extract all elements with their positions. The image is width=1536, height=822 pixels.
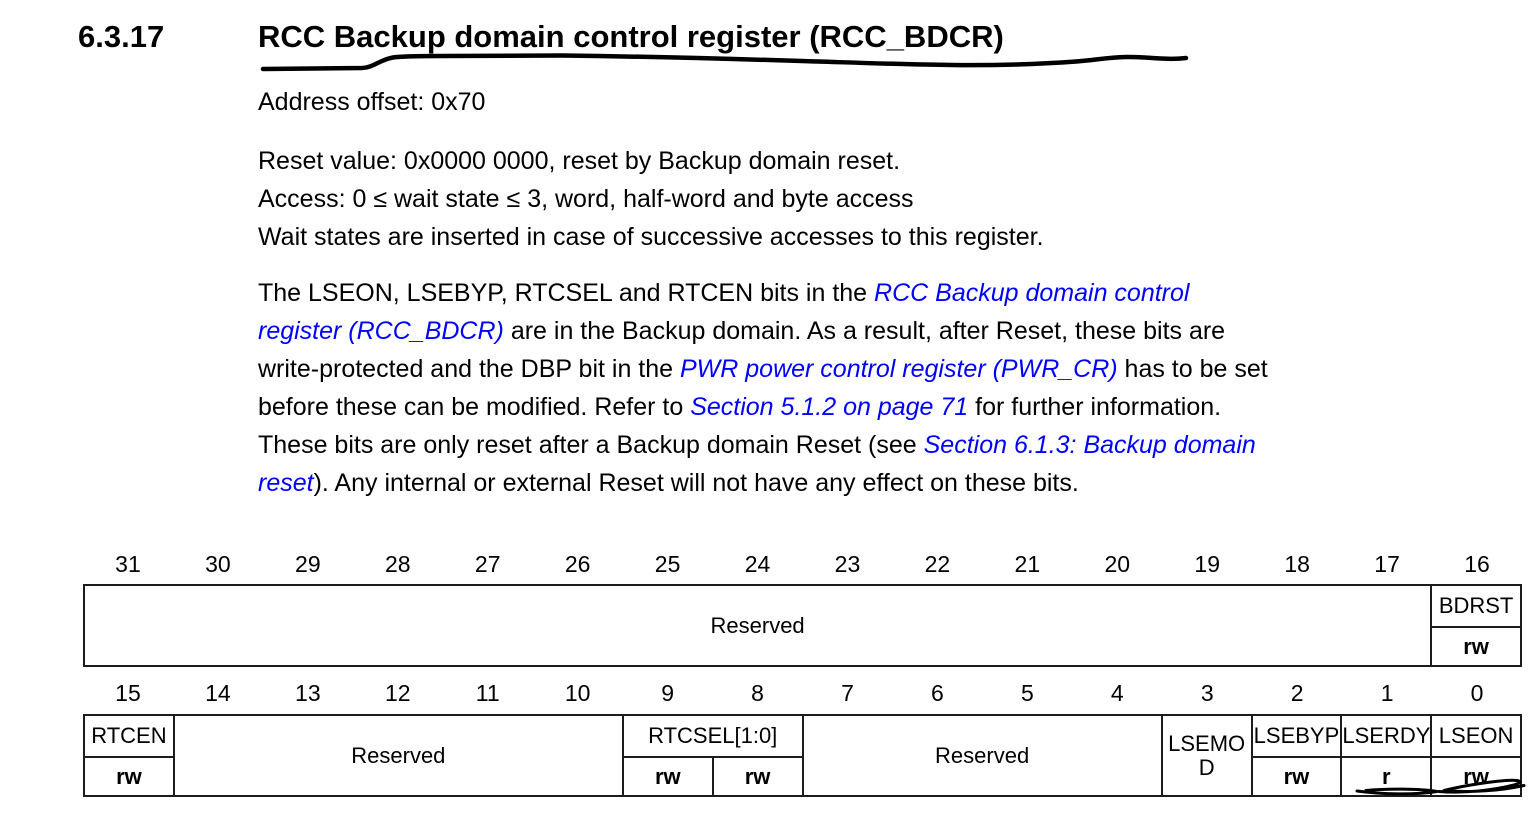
register-field-cell: LSEON — [1430, 714, 1522, 758]
access-info-block: Reset value: 0x0000 0000, reset by Backu… — [258, 142, 1044, 256]
text-run: The LSEON, LSEBYP, RTCSEL and RTCEN bits… — [258, 279, 875, 307]
reserved-field-cell: Reserved — [172, 714, 624, 797]
bit-number-label: 4 — [1110, 679, 1124, 706]
description-line: write-protected and the DBP bit in the P… — [258, 350, 1268, 388]
cross-reference-link[interactable]: PWR power control register (PWR_CR) — [680, 355, 1118, 383]
bit-number-label: 1 — [1380, 679, 1394, 706]
bit-number-label: 17 — [1374, 550, 1400, 577]
cross-reference-link[interactable]: Section 6.1.3: Backup domain — [923, 431, 1256, 459]
access-type-cell: rw — [1430, 756, 1522, 797]
access-type-cell: rw — [1250, 756, 1343, 797]
bit-number-label: 31 — [115, 550, 141, 577]
access-type-cell: rw — [1430, 626, 1522, 667]
bit-number-label: 10 — [564, 679, 591, 706]
access-type-cell: rw — [621, 756, 714, 797]
register-title: RCC Backup domain control register (RCC_… — [258, 19, 1004, 54]
bit-number-label: 22 — [924, 550, 951, 577]
bit-number-label: 23 — [834, 550, 861, 577]
bit-number-label: 26 — [564, 550, 591, 577]
register-field-cell: LSERDY — [1340, 714, 1433, 758]
register-field-cell: RTCSEL[1:0] — [621, 714, 804, 758]
cross-reference-link[interactable]: RCC Backup domain control — [874, 279, 1190, 307]
description-line: register (RCC_BDCR) are in the Backup do… — [258, 312, 1268, 350]
cross-reference-link[interactable]: register (RCC_BDCR) — [258, 317, 504, 345]
bit-number-label: 30 — [205, 550, 231, 577]
bit-number-label: 18 — [1284, 550, 1310, 577]
wait-states-line: Wait states are inserted in case of succ… — [258, 223, 1044, 251]
bit-number-label: 15 — [115, 679, 141, 706]
bit-number-label: 19 — [1194, 550, 1221, 577]
bit-number-label: 3 — [1200, 679, 1214, 706]
register-field-cell: LSEBYP — [1250, 714, 1343, 758]
access-type-cell: r — [1340, 756, 1433, 797]
text-run: These bits are only reset after a Backup… — [258, 431, 924, 459]
bit-number-label: 27 — [474, 550, 501, 577]
description-line: reset). Any internal or external Reset w… — [258, 464, 1268, 502]
bit-number-label: 7 — [841, 679, 854, 706]
bit-number-label: 21 — [1014, 550, 1041, 577]
bit-number-label: 13 — [295, 679, 321, 706]
bit-number-label: 5 — [1020, 679, 1034, 706]
bit-number-label: 0 — [1470, 679, 1484, 706]
bit-number-label: 29 — [295, 550, 321, 577]
text-run: has to be set — [1117, 355, 1268, 383]
reserved-field-cell: Reserved — [82, 584, 1433, 667]
bit-number-label: 11 — [475, 679, 500, 706]
bit-number-label: 20 — [1104, 550, 1131, 577]
hand-drawn-title-underline-icon — [260, 53, 1189, 72]
bit-numbers-row: 31 30 29 28 27 26 25 24 23 22 21 20 19 18 17 16 — [83, 551, 1522, 577]
cross-reference-link[interactable]: reset — [258, 469, 314, 497]
address-offset-line: Address offset: 0x70 — [258, 88, 486, 116]
register-field-cell: RTCEN — [83, 714, 175, 758]
description-paragraph: The LSEON, LSEBYP, RTCSEL and RTCEN bits… — [258, 274, 1268, 502]
reserved-field-cell: Reserved — [801, 714, 1163, 797]
bit-number-label: 8 — [751, 679, 764, 706]
bit-number-label: 9 — [661, 679, 674, 706]
bit-number-label: 6 — [931, 679, 944, 706]
text-run: are in the Backup domain. As a result, a… — [503, 317, 1226, 345]
bit-number-label: 28 — [384, 550, 411, 577]
access-line: Access: 0 ≤ wait state ≤ 3, word, half-w… — [258, 185, 914, 213]
bit-number-label: 16 — [1464, 550, 1490, 577]
description-line: before these can be modified. Refer to S… — [258, 388, 1268, 426]
text-run: for further information. — [968, 393, 1222, 421]
bit-number-label: 14 — [205, 679, 231, 706]
reset-value-line: Reset value: 0x0000 0000, reset by Backu… — [258, 147, 901, 175]
bit-number-label: 12 — [384, 679, 411, 706]
bit-number-label: 2 — [1290, 679, 1304, 706]
cross-reference-link[interactable]: Section 5.1.2 on page 71 — [690, 393, 969, 421]
text-run: ). Any internal or external Reset will n… — [313, 469, 1079, 497]
description-line: These bits are only reset after a Backup… — [258, 426, 1268, 464]
section-number: 6.3.17 — [78, 19, 165, 54]
register-field-cell: LSEMOD — [1160, 714, 1253, 797]
text-run: write-protected and the DBP bit in the — [258, 355, 680, 383]
access-type-cell: rw — [711, 756, 804, 797]
access-type-cell: rw — [83, 756, 175, 797]
text-run: before these can be modified. Refer to — [258, 393, 691, 421]
description-line: The LSEON, LSEBYP, RTCSEL and RTCEN bits… — [258, 274, 1268, 312]
bit-number-label: 25 — [654, 550, 681, 577]
register-field-cell: BDRST — [1430, 584, 1522, 628]
bit-number-label: 24 — [744, 550, 771, 577]
